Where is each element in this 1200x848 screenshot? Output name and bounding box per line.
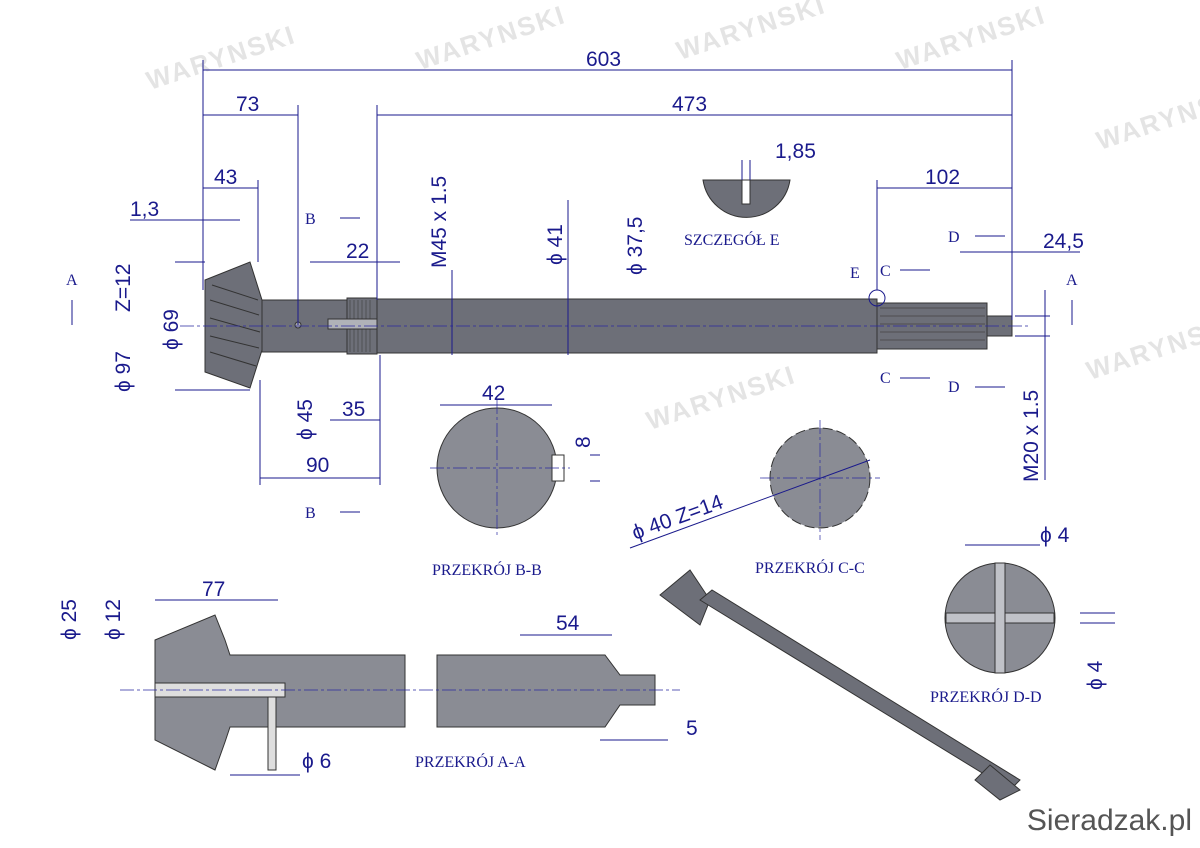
marker-b-top: B <box>305 211 316 228</box>
section-d-d <box>944 544 1115 674</box>
marker-c-top: C <box>880 263 891 280</box>
detail-e <box>702 160 791 218</box>
dim-dia-6: ϕ 6 <box>302 750 331 773</box>
dim-90: 90 <box>306 454 329 477</box>
watermark: WARYNSKI <box>1093 79 1200 155</box>
brand-logo: Sieradzak.pl <box>1026 804 1192 837</box>
marker-e: E <box>850 265 860 282</box>
dim-z12: Z=12 <box>112 264 135 312</box>
marker-b-bottom: B <box>305 505 316 522</box>
label-section-c-c: PRZEKRÓJ C-C <box>755 558 865 577</box>
dim-22: 22 <box>346 240 369 263</box>
dim-77: 77 <box>202 578 225 601</box>
dim-73: 73 <box>236 93 259 116</box>
dim-dia-4-side: ϕ 4 <box>1084 660 1107 690</box>
label-section-b-b: PRZEKRÓJ B-B <box>432 560 542 579</box>
dimension-lines <box>71 60 1080 513</box>
label-section-d-d: PRZEKRÓJ D-D <box>930 687 1042 706</box>
section-c-c <box>629 420 880 549</box>
dim-102: 102 <box>925 166 960 189</box>
watermark: WARYNSKI <box>1083 309 1200 385</box>
dim-43: 43 <box>214 166 237 189</box>
watermarks: WARYNSKI WARYNSKI WARYNSKI WARYNSKI WARY… <box>143 0 1200 436</box>
dim-dia-4-top: ϕ 4 <box>1040 524 1070 547</box>
watermark: WARYNSKI <box>413 0 570 76</box>
watermark: WARYNSKI <box>893 0 1050 76</box>
marker-d-top: D <box>948 229 960 246</box>
dim-shaft-length: 473 <box>672 93 707 116</box>
dim-dia-69: ϕ 69 <box>160 309 183 350</box>
dim-total-length: 603 <box>586 48 621 71</box>
dim-1-85: 1,85 <box>775 140 816 163</box>
dim-54: 54 <box>556 612 580 635</box>
dim-1-3: 1,3 <box>130 198 159 221</box>
shaft-3d-render <box>659 569 1021 801</box>
label-detail-e: SZCZEGÓŁ E <box>684 230 780 249</box>
section-markers: A A B B C C D D E SZCZEGÓŁ E PRZEKRÓJ B-… <box>66 211 1078 771</box>
dim-35: 35 <box>342 398 365 421</box>
dim-thread-m20: M20 x 1.5 <box>1020 390 1043 482</box>
dim-24-5: 24,5 <box>1043 230 1084 253</box>
watermark: WARYNSKI <box>643 359 800 435</box>
dim-42: 42 <box>482 382 505 405</box>
marker-a-left: A <box>66 272 78 289</box>
section-b-b <box>430 400 600 535</box>
shaft-side-view <box>180 261 1030 389</box>
dim-dia-12: ϕ 12 <box>102 599 125 640</box>
section-a-a <box>120 599 680 776</box>
dim-dia-45: ϕ 45 <box>294 399 317 440</box>
watermark: WARYNSKI <box>673 0 830 66</box>
dim-dia-37-5: ϕ 37,5 <box>624 217 647 275</box>
dim-8: 8 <box>572 436 595 448</box>
marker-c-bottom: C <box>880 370 891 387</box>
watermark: WARYNSKI <box>143 19 300 95</box>
marker-a-right: A <box>1066 272 1078 289</box>
label-section-a-a: PRZEKRÓJ A-A <box>415 752 526 771</box>
dim-thread-m45: M45 x 1.5 <box>428 176 451 268</box>
marker-d-bottom: D <box>948 379 960 396</box>
dim-5: 5 <box>686 717 698 740</box>
dim-dia-41: ϕ 41 <box>544 224 567 265</box>
dim-dia-97: ϕ 97 <box>112 351 135 392</box>
dim-dia-25: ϕ 25 <box>58 599 81 640</box>
